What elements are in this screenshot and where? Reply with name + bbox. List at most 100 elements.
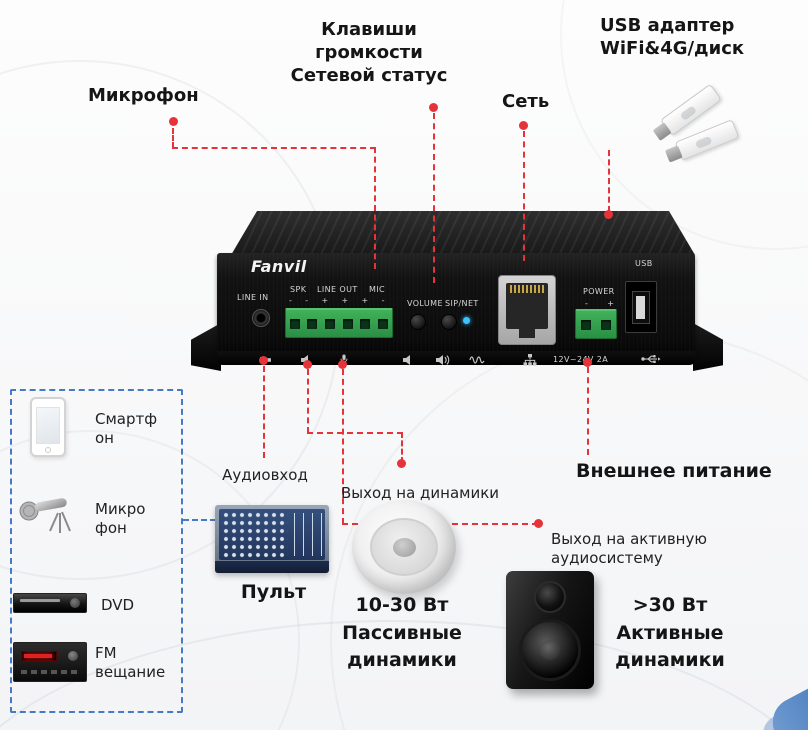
dvd-slot	[20, 599, 60, 602]
fm-buttons	[21, 670, 79, 674]
connector-speaker-out	[307, 432, 403, 434]
connector-dot	[259, 356, 268, 365]
source-smartphone-label: Смартф он	[95, 410, 158, 447]
ceiling-speaker-image	[352, 500, 456, 594]
loud-speaker-icon	[436, 354, 456, 366]
active-speakers-label: >30 Вт Активные динамики	[615, 594, 725, 672]
power-rating-label: 12V~24V 2A	[553, 355, 609, 364]
speaker-icon	[403, 354, 423, 366]
power-polarity-marks: - +	[585, 299, 615, 308]
callout-network: Сеть	[502, 91, 550, 112]
terminal-pin	[601, 319, 611, 330]
fm-knob	[68, 651, 78, 661]
line-in-label: LINE IN	[237, 293, 269, 302]
terminal-pin	[360, 318, 371, 329]
mic-label: MIC	[369, 285, 386, 294]
source-fm-label: FM вещание	[95, 644, 166, 681]
connector-mic	[172, 147, 376, 149]
speaker-cap	[392, 537, 417, 558]
callout-usb-adapter: USB адаптер WiFi&4G/диск	[600, 15, 745, 60]
speaker-tweeter	[534, 581, 566, 613]
connector-mic	[172, 128, 174, 148]
passive-speakers-label: 10-30 Вт Пассивные динамики	[342, 594, 462, 672]
line-in-jack	[252, 309, 270, 327]
terminal-pin	[307, 318, 318, 329]
source-dvd-label: DVD	[101, 596, 135, 614]
ethernet-slot	[506, 283, 548, 338]
audio-sources-box	[10, 389, 183, 713]
brand-logo: Fanvil	[251, 257, 307, 276]
fanvil-paging-gateway: Fanvil LINE IN SPK LINE OUT MIC - - + + …	[191, 207, 723, 375]
callout-speaker-output: Выход на динамики	[340, 484, 500, 502]
usb-port	[625, 281, 657, 333]
connector-dot	[169, 117, 178, 126]
callout-volume-keys: Клавиши громкости	[315, 19, 423, 64]
callout-audio-input: Аудиовход	[222, 466, 308, 484]
ethernet-pins	[510, 285, 544, 293]
volume-button	[410, 314, 426, 330]
status-led	[463, 317, 470, 324]
mixer-sliders	[290, 513, 322, 556]
usb-trident-icon	[641, 354, 661, 366]
connector-dot	[583, 358, 592, 367]
smartphone-image	[30, 397, 66, 457]
audio-wave-icon	[469, 354, 489, 366]
volume-label: VOLUME	[407, 299, 443, 308]
sip-net-label: SIP/NET	[445, 299, 479, 308]
connector-mic	[374, 147, 376, 269]
connector-speaker-out	[307, 369, 309, 433]
connector-dot	[604, 210, 613, 219]
connector-dot	[534, 519, 543, 528]
mixer-base	[215, 561, 329, 573]
ethernet-port	[498, 275, 556, 345]
connector-audio-input	[263, 366, 265, 458]
connector-sources-mixer	[183, 519, 216, 521]
connector-volume	[433, 113, 435, 283]
usb-label: USB	[635, 259, 653, 268]
mixer-knobs	[222, 511, 288, 560]
phone-screen	[36, 407, 60, 444]
connector-dot	[338, 360, 347, 369]
connector-speaker-out	[401, 432, 403, 463]
dvd-knob	[70, 598, 80, 608]
connector-usb	[608, 150, 610, 212]
network-icon	[523, 354, 543, 366]
dongle-logo	[679, 105, 698, 122]
callout-external-power: Внешнее питание	[576, 460, 772, 482]
connector-dot	[397, 459, 406, 468]
device-top-face	[231, 211, 695, 255]
ethernet-notch	[519, 328, 535, 338]
decorative-arc	[0, 620, 808, 730]
sip-net-button	[441, 314, 457, 330]
callout-microphone: Микрофон	[88, 85, 199, 106]
phone-home-button	[45, 447, 51, 453]
usb-port-tongue	[632, 291, 650, 324]
power-terminal-block	[575, 309, 617, 339]
line-out-label: LINE OUT	[317, 285, 358, 294]
mixer-console-image	[215, 505, 329, 573]
spk-label: SPK	[290, 285, 307, 294]
mixer-label: Пульт	[240, 581, 307, 603]
terminal-pin	[325, 318, 336, 329]
mixer-panel	[219, 509, 325, 560]
microphone-image	[18, 487, 80, 539]
fm-tuner-image	[13, 642, 87, 682]
fm-display	[21, 651, 57, 661]
connector-dot	[519, 121, 528, 130]
terminal-pin	[378, 318, 389, 329]
connector-dot	[429, 103, 438, 112]
power-label: POWER	[583, 287, 615, 296]
connector-dot	[303, 360, 312, 369]
terminal-pin	[581, 319, 591, 330]
connector-network	[523, 131, 525, 261]
speaker-woofer	[519, 619, 581, 681]
callout-active-output: Выход на активную аудиосистему	[551, 530, 707, 567]
dongle-logo	[694, 135, 713, 150]
polarity-marks: - - + + + -	[289, 296, 385, 305]
dvd-player-image	[13, 593, 87, 613]
callout-network-status: Сетевой статус	[290, 65, 448, 86]
connector-power	[587, 367, 589, 455]
source-microphone-label: Микро фон	[95, 500, 146, 537]
active-speaker-image	[506, 571, 594, 689]
